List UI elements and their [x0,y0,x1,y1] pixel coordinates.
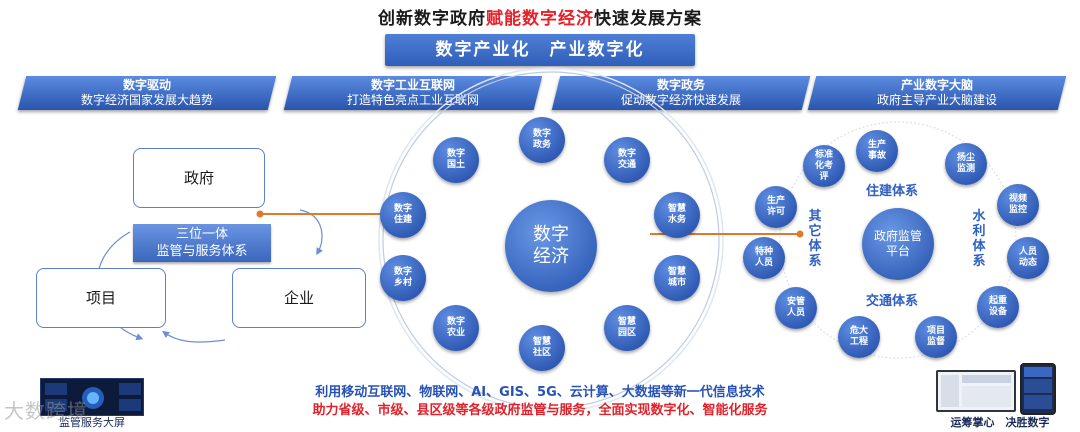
laptop-icon [936,370,1016,412]
node-digital-transport: 数字交通 [604,137,650,183]
trinity-line1: 三位一体 [175,227,228,242]
node-safety-manager: 安管人员 [775,287,817,329]
node-lifting-equipment: 起重设备 [977,286,1019,328]
platform-hub-label: 政府监管平台 [873,229,922,258]
cycle-arrow-bottom [162,330,226,343]
node-special-personnel: 特种人员 [743,237,785,279]
economy-ring [382,71,720,409]
system-other: 其它体系 [808,209,822,269]
hub-label: 数字经济 [533,224,569,267]
system-transport: 交通体系 [866,294,919,309]
service-statement: 助力省级、市级、县区级等各级政府监管与服务，全面实现数字化、智能化服务 [312,403,768,418]
node-smart-city: 智慧城市 [654,255,700,301]
node-major-hazard-project: 危大工程 [838,316,880,358]
economy-ring-shadow [378,67,724,413]
laptop-screen-graphic [941,375,1011,407]
enterprise-box: 企业 [232,268,366,328]
system-construction: 住建体系 [866,184,919,199]
tech-statement: 利用移动互联网、物联网、AI、GIS、5G、云计算、大数据等新一代信息技术 [315,385,765,400]
watermark: 大数跨境 [4,399,88,423]
node-digital-land: 数字国土 [433,137,479,183]
top-banner: 数字产业化 产业数字化 [385,34,695,66]
cycle-arrow-right [299,209,323,256]
node-dust-monitoring: 扬尘监测 [945,143,987,185]
node-project-supervision: 项目监督 [915,316,957,358]
dashboard-graphic [45,383,141,411]
connector-dot [256,210,264,218]
dashboard-screen-thumbnail [40,378,144,416]
government-box: 政府 [133,148,265,208]
node-personnel-dynamics: 人员动态 [1007,237,1049,279]
node-production-license: 生产许可 [755,186,797,228]
phone-screen-graphic [1024,367,1052,409]
title-part1: 创新数字政府 [378,9,486,29]
system-water: 水利体系 [972,209,986,269]
page-title: 创新数字政府赋能数字经济快速发展方案 [0,4,1080,29]
gov-platform-hub: 政府监管平台 [862,208,934,280]
node-smart-park: 智慧园区 [604,305,650,351]
node-production-accident: 生产事故 [856,130,898,172]
project-box: 项目 [36,268,166,328]
node-video-monitoring: 视频监控 [997,184,1039,226]
phone-icon [1020,363,1056,415]
device-label: 运筹掌心 决胜数字 [950,416,1050,429]
title-highlight: 赋能数字经济 [486,9,594,29]
node-digital-village: 数字乡村 [380,255,426,301]
node-smart-water: 智慧水务 [654,192,700,238]
node-standardization-eval: 标准化考评 [803,145,845,187]
trinity-line2: 监管与服务体系 [156,244,248,259]
node-digital-gov-affairs: 数字政务 [519,117,565,163]
title-part2: 快速发展方案 [594,9,702,29]
trinity-system-box: 三位一体 监管与服务体系 [133,224,271,262]
node-digital-agriculture: 数字农业 [433,305,479,351]
dashboard-screen-label: 监管服务大屏 [59,416,125,429]
node-digital-construction: 数字住建 [380,192,426,238]
digital-economy-hub: 数字经济 [505,200,597,292]
connector-dot [796,230,804,238]
node-smart-community: 智慧社区 [519,325,565,371]
